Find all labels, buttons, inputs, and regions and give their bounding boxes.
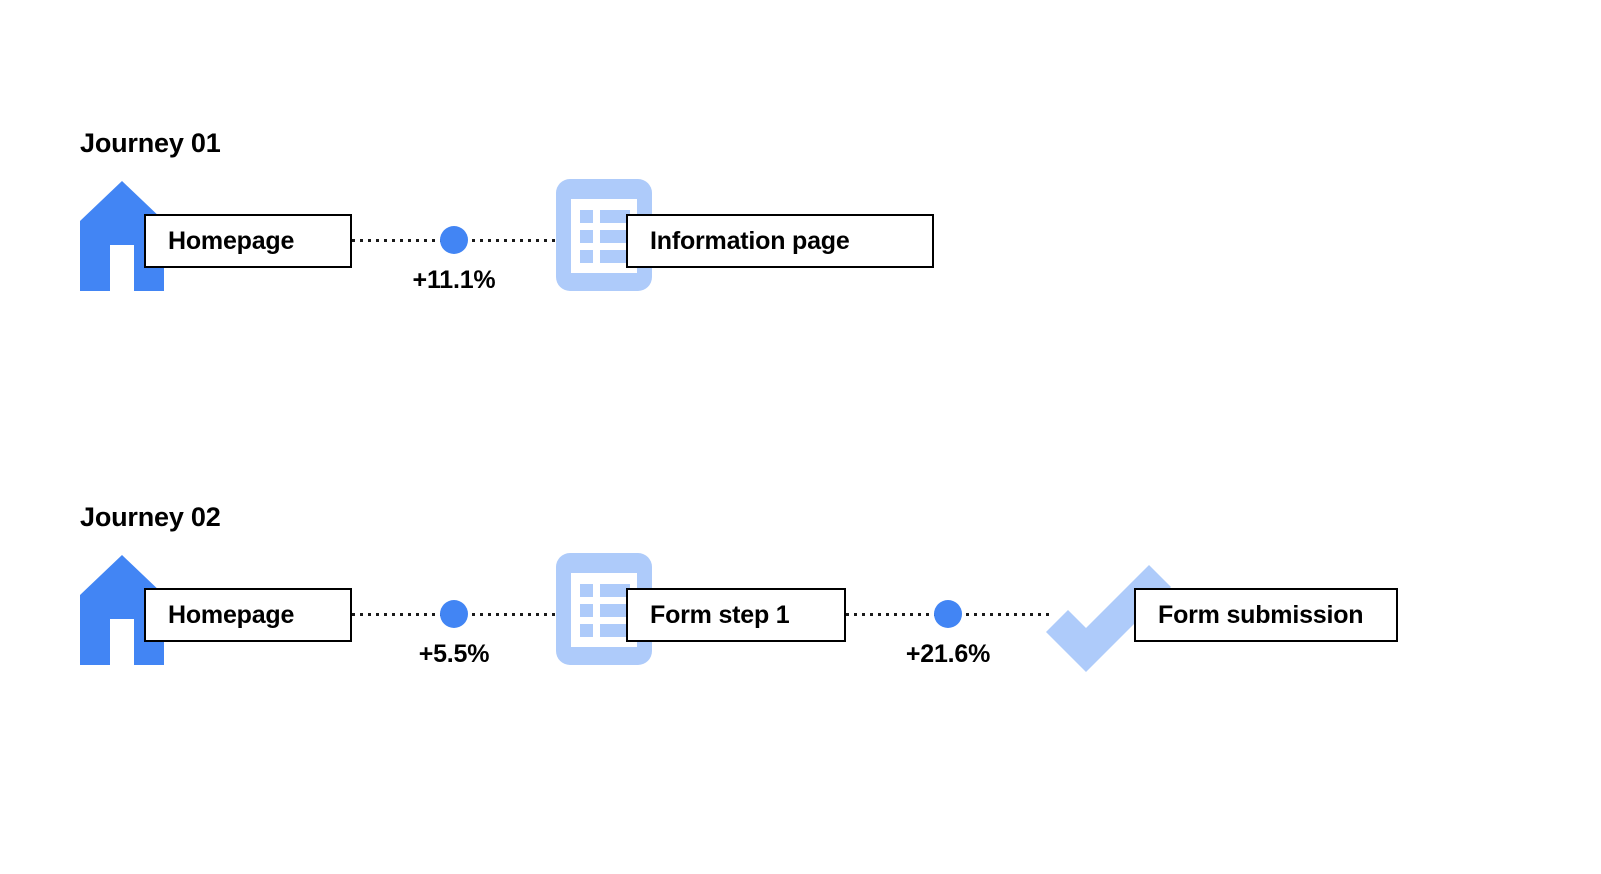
journey-title: Journey 01 <box>80 128 221 158</box>
journey-node-label: Information page <box>626 214 934 268</box>
connector-dot[interactable] <box>934 600 962 628</box>
journey-node-label: Homepage <box>144 588 352 642</box>
connector-percentage-label: +21.6% <box>905 640 991 668</box>
journey-node-label: Form step 1 <box>626 588 846 642</box>
home-icon <box>80 555 164 665</box>
journey-connector: +5.5% <box>352 562 560 682</box>
journey-connector: +21.6% <box>846 562 1054 682</box>
journey-node-homepage[interactable]: Homepage <box>80 555 352 682</box>
connector-percentage-label: +11.1% <box>412 266 496 294</box>
journey-flow: Homepage +5.5% <box>0 553 1601 712</box>
journey-node-homepage[interactable]: Homepage <box>80 181 352 308</box>
journey-node-form-submission[interactable]: Form submission <box>1046 562 1398 682</box>
connector-dot[interactable] <box>440 226 468 254</box>
journey-title: Journey 02 <box>80 502 221 532</box>
journey-node-label: Form submission <box>1134 588 1398 642</box>
journey-connector: +11.1% <box>352 188 560 308</box>
journey-node-form-step-1[interactable]: Form step 1 <box>556 553 846 682</box>
journey-flow: Homepage +11.1% <box>0 179 1601 338</box>
home-icon <box>80 181 164 291</box>
connector-dot[interactable] <box>440 600 468 628</box>
connector-percentage-label: +5.5% <box>418 640 490 668</box>
journey-node-information-page[interactable]: Information page <box>556 179 934 308</box>
journey-node-label: Homepage <box>144 214 352 268</box>
